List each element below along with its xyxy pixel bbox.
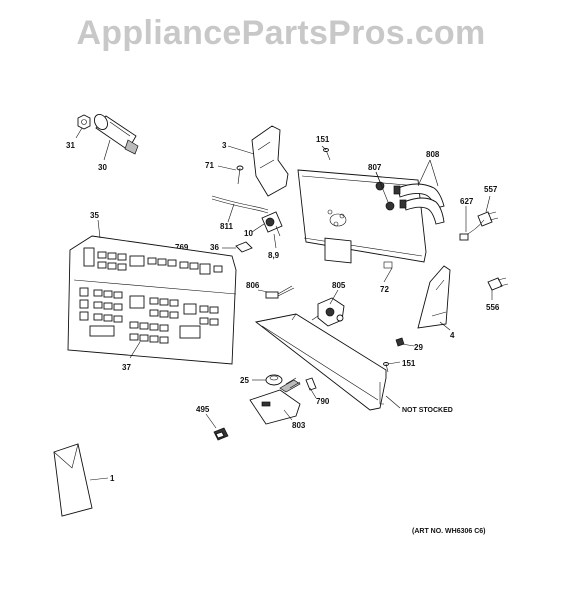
lower-button-grid: [79, 287, 219, 344]
callout-10: 10: [244, 229, 253, 238]
callout-151-lower: 151: [402, 359, 416, 368]
callout-805: 805: [332, 281, 346, 290]
part-495-clip: [213, 427, 229, 441]
part-557-connector: [477, 211, 499, 227]
callout-807: 807: [368, 163, 382, 172]
part-25-knob: [265, 374, 283, 386]
part-35-37-control-panel: [67, 235, 237, 365]
part-1-literature-envelope: [53, 443, 93, 517]
callout-72: 72: [380, 285, 389, 294]
callout-35: 35: [90, 211, 99, 220]
callout-803: 803: [292, 421, 306, 430]
part-556-connector: [487, 277, 509, 291]
part-31-nut: [77, 114, 91, 130]
part-36-knob: [235, 241, 253, 253]
part-4-end-cap: [417, 265, 451, 329]
callout-808: 808: [426, 150, 440, 159]
callout-36: 36: [210, 243, 219, 252]
callout-31: 31: [66, 141, 75, 150]
part-151-screw-top: [323, 148, 331, 161]
callout-8-9: 8,9: [268, 251, 280, 260]
part-71-screw: [236, 165, 244, 185]
callout-811: 811: [220, 222, 233, 231]
callout-71: 71: [205, 161, 214, 170]
callout-30: 30: [98, 163, 107, 172]
part-support-tray-not-stocked: [254, 313, 387, 411]
part-805-water-valve: [311, 297, 345, 327]
callout-3: 3: [222, 141, 227, 150]
part-806-harness: [265, 285, 295, 299]
part-3-bracket: [251, 125, 289, 197]
callout-37: 37: [122, 363, 131, 372]
art-number: (ART NO. WH6306 C6): [412, 528, 486, 535]
part-29-clip: [395, 337, 405, 347]
part-808-hoses: [393, 183, 445, 225]
callout-769: 769: [175, 243, 189, 252]
part-72-backsplash-panel: [297, 169, 427, 269]
upper-button-grid: [83, 247, 223, 275]
part-30-capacitor: [93, 114, 139, 155]
callout-29: 29: [414, 343, 423, 352]
part-627-harness: [459, 219, 485, 241]
callout-790: 790: [316, 397, 330, 406]
callout-25: 25: [240, 376, 249, 385]
callout-4: 4: [450, 331, 455, 340]
part-811-wire: [211, 195, 269, 214]
callout-557: 557: [484, 185, 498, 194]
callout-806: 806: [246, 281, 260, 290]
part-790-bushing: [305, 377, 317, 391]
callout-495: 495: [196, 405, 210, 414]
callout-627: 627: [460, 197, 474, 206]
callout-556: 556: [486, 303, 500, 312]
part-8-9-10-switch: [261, 211, 283, 237]
part-803-switch-assembly: [249, 377, 301, 425]
callout-1: 1: [110, 474, 115, 483]
callout-151-top: 151: [316, 135, 330, 144]
part-807-nuts: [375, 181, 395, 211]
not-stocked-label: NOT STOCKED: [402, 407, 453, 414]
watermark-text: AppliancePartsPros.com: [76, 14, 486, 52]
